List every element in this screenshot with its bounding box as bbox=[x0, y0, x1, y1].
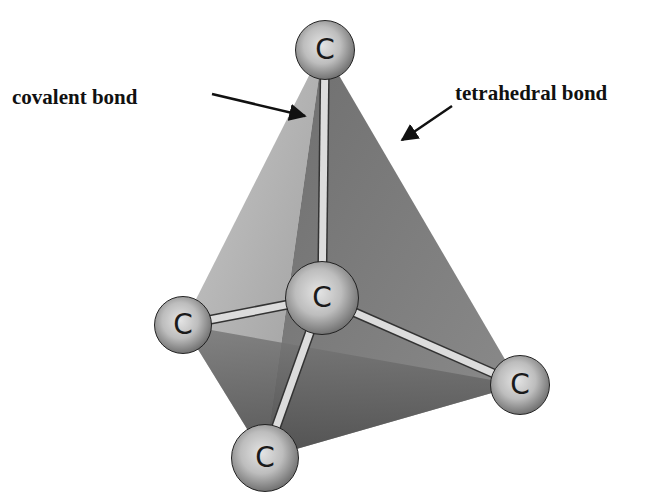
carbon-atom: C bbox=[231, 424, 299, 492]
bond-outline bbox=[354, 312, 494, 374]
atom-symbol: C bbox=[312, 284, 332, 312]
covalent-bond bbox=[276, 331, 311, 428]
covalent-bond bbox=[354, 312, 494, 374]
leader-arrow bbox=[402, 106, 452, 140]
bond-fill bbox=[276, 331, 311, 428]
atom-symbol: C bbox=[315, 36, 335, 64]
atom-symbol: C bbox=[255, 444, 275, 472]
leader-arrow bbox=[212, 94, 305, 116]
bond-fill bbox=[354, 312, 494, 374]
bond-fill bbox=[322, 78, 324, 263]
atom-symbol: C bbox=[510, 371, 530, 399]
covalent-bond bbox=[322, 78, 324, 263]
bond-fill bbox=[210, 305, 288, 320]
carbon-atom: C bbox=[490, 355, 550, 415]
part-label: covalent bond bbox=[12, 86, 137, 109]
carbon-atom: C bbox=[154, 296, 212, 354]
atom-symbol: C bbox=[173, 311, 193, 339]
carbon-atom: C bbox=[285, 261, 359, 335]
part-label: tetrahedral bond bbox=[455, 82, 607, 105]
covalent-bond bbox=[210, 305, 288, 320]
bond-outline bbox=[210, 305, 288, 320]
tetrahedron-face bbox=[183, 325, 520, 458]
bond-outline bbox=[322, 78, 324, 263]
carbon-atom: C bbox=[295, 20, 355, 80]
bond-outline bbox=[276, 331, 311, 428]
